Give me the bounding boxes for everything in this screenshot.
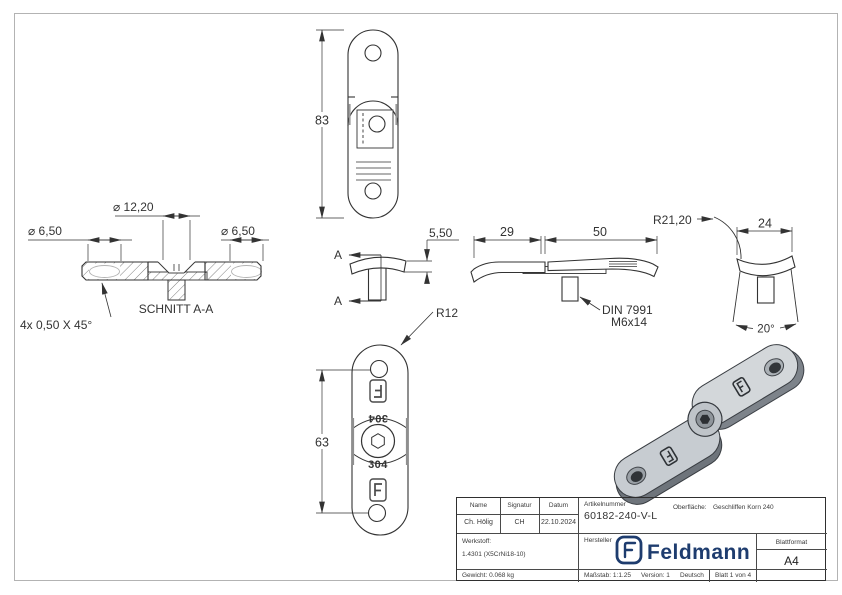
- section-title: SCHNITT A-A: [139, 302, 213, 316]
- view-side: 29 50 DIN 7991 M6x14: [470, 225, 659, 329]
- dim-29-label: 29: [500, 225, 514, 239]
- pivot-bore: [360, 423, 396, 459]
- weight-value: Gewicht: 0.068 kg: [462, 572, 515, 579]
- screw-callout-line2: M6x14: [611, 315, 647, 329]
- steel-grade-stamp-top: 304: [368, 412, 388, 424]
- dim-63-label: 63: [315, 436, 329, 450]
- article-number-label: Artikelnummer: [584, 501, 626, 508]
- title-block: Name Signatur Datum Ch. Hölig CH 22.10.2…: [456, 497, 827, 582]
- date-value: 22.10.2024: [540, 519, 577, 526]
- material-value: 1.4301 (X5CrNi18-10): [462, 551, 526, 558]
- author-signature: CH: [514, 519, 525, 526]
- chamfer-callout: 4x 0,50 X 45°: [20, 318, 92, 332]
- dim-29-50: [473, 236, 658, 258]
- dim-r12-label: R12: [436, 306, 458, 320]
- dim-r21-label: R21,20: [653, 213, 692, 227]
- screw-callout-line1: DIN 7991: [602, 303, 653, 317]
- dim-5-50-label: 5,50: [429, 226, 453, 240]
- scale-value: Maßstab: 1:1.25: [584, 572, 631, 579]
- sheet-format-value: A4: [784, 554, 799, 568]
- dim-dia-mid-label: ⌀ 12,20: [113, 200, 154, 214]
- view-top: 83: [309, 29, 399, 219]
- surface-label: Oberfläche:: [673, 504, 707, 511]
- logo-stamp-top: [369, 379, 387, 403]
- dim-50-label: 50: [593, 225, 607, 239]
- hex-socket: [371, 433, 385, 449]
- render-logo-stamp: [732, 377, 751, 397]
- surface-value: Geschliffen Korn 240: [713, 504, 774, 511]
- language-value: Deutsch: [680, 572, 704, 579]
- cut-label-bottom: A: [334, 294, 342, 308]
- view-profile-small: A A 5,50: [334, 226, 459, 308]
- render-3d: [613, 344, 805, 505]
- datum-header: Datum: [548, 502, 569, 509]
- article-number-value: 60182-240-V-L: [584, 510, 658, 522]
- logo-stamp-bottom: [369, 478, 387, 502]
- view-bottom: 304 304 63 R12: [309, 306, 458, 536]
- manufacturer-wordmark: Feldmann: [647, 541, 750, 564]
- sheet-number-value: Blatt 1 von 4: [715, 572, 752, 579]
- dim-dia-left-label: ⌀ 6,50: [28, 224, 62, 238]
- sheet-format-label: Blattformat: [775, 539, 808, 546]
- dim-dia-left: [28, 237, 132, 261]
- name-header: Name: [469, 502, 488, 509]
- cut-label-top: A: [334, 248, 342, 262]
- material-label: Werkstoff:: [462, 538, 492, 545]
- view-front: 20° 24 R21,20: [653, 213, 799, 336]
- steel-grade-stamp-bottom: 304: [368, 459, 388, 471]
- dim-5-50: [404, 239, 459, 284]
- dim-83-label: 83: [315, 114, 329, 128]
- hole-top: [364, 44, 382, 62]
- feldmann-logo: Feldmann: [615, 535, 760, 567]
- signatur-header: Signatur: [507, 502, 532, 509]
- hole-top: [369, 359, 389, 379]
- render-logo-stamp: [659, 446, 678, 466]
- sheet-border: [14, 13, 838, 581]
- dim-24-label: 24: [758, 217, 772, 231]
- feldmann-logo-icon: [615, 535, 643, 565]
- dim-angle-label: 20°: [757, 324, 774, 336]
- dim-dia-mid: [115, 213, 200, 260]
- view-section: ⌀ 6,50 ⌀ 12,20 ⌀ 6,50 4x 0,50 X 45° SCHN…: [20, 200, 269, 332]
- dim-24: [736, 227, 793, 255]
- version-value: Version: 1: [641, 572, 670, 579]
- dim-dia-right: [221, 237, 269, 261]
- manufacturer-label: Hersteller: [584, 537, 612, 544]
- hole-bottom: [364, 182, 382, 200]
- author-name: Ch. Hölig: [464, 519, 493, 526]
- dim-dia-right-label: ⌀ 6,50: [221, 224, 255, 238]
- render-hex-screw: [699, 414, 711, 424]
